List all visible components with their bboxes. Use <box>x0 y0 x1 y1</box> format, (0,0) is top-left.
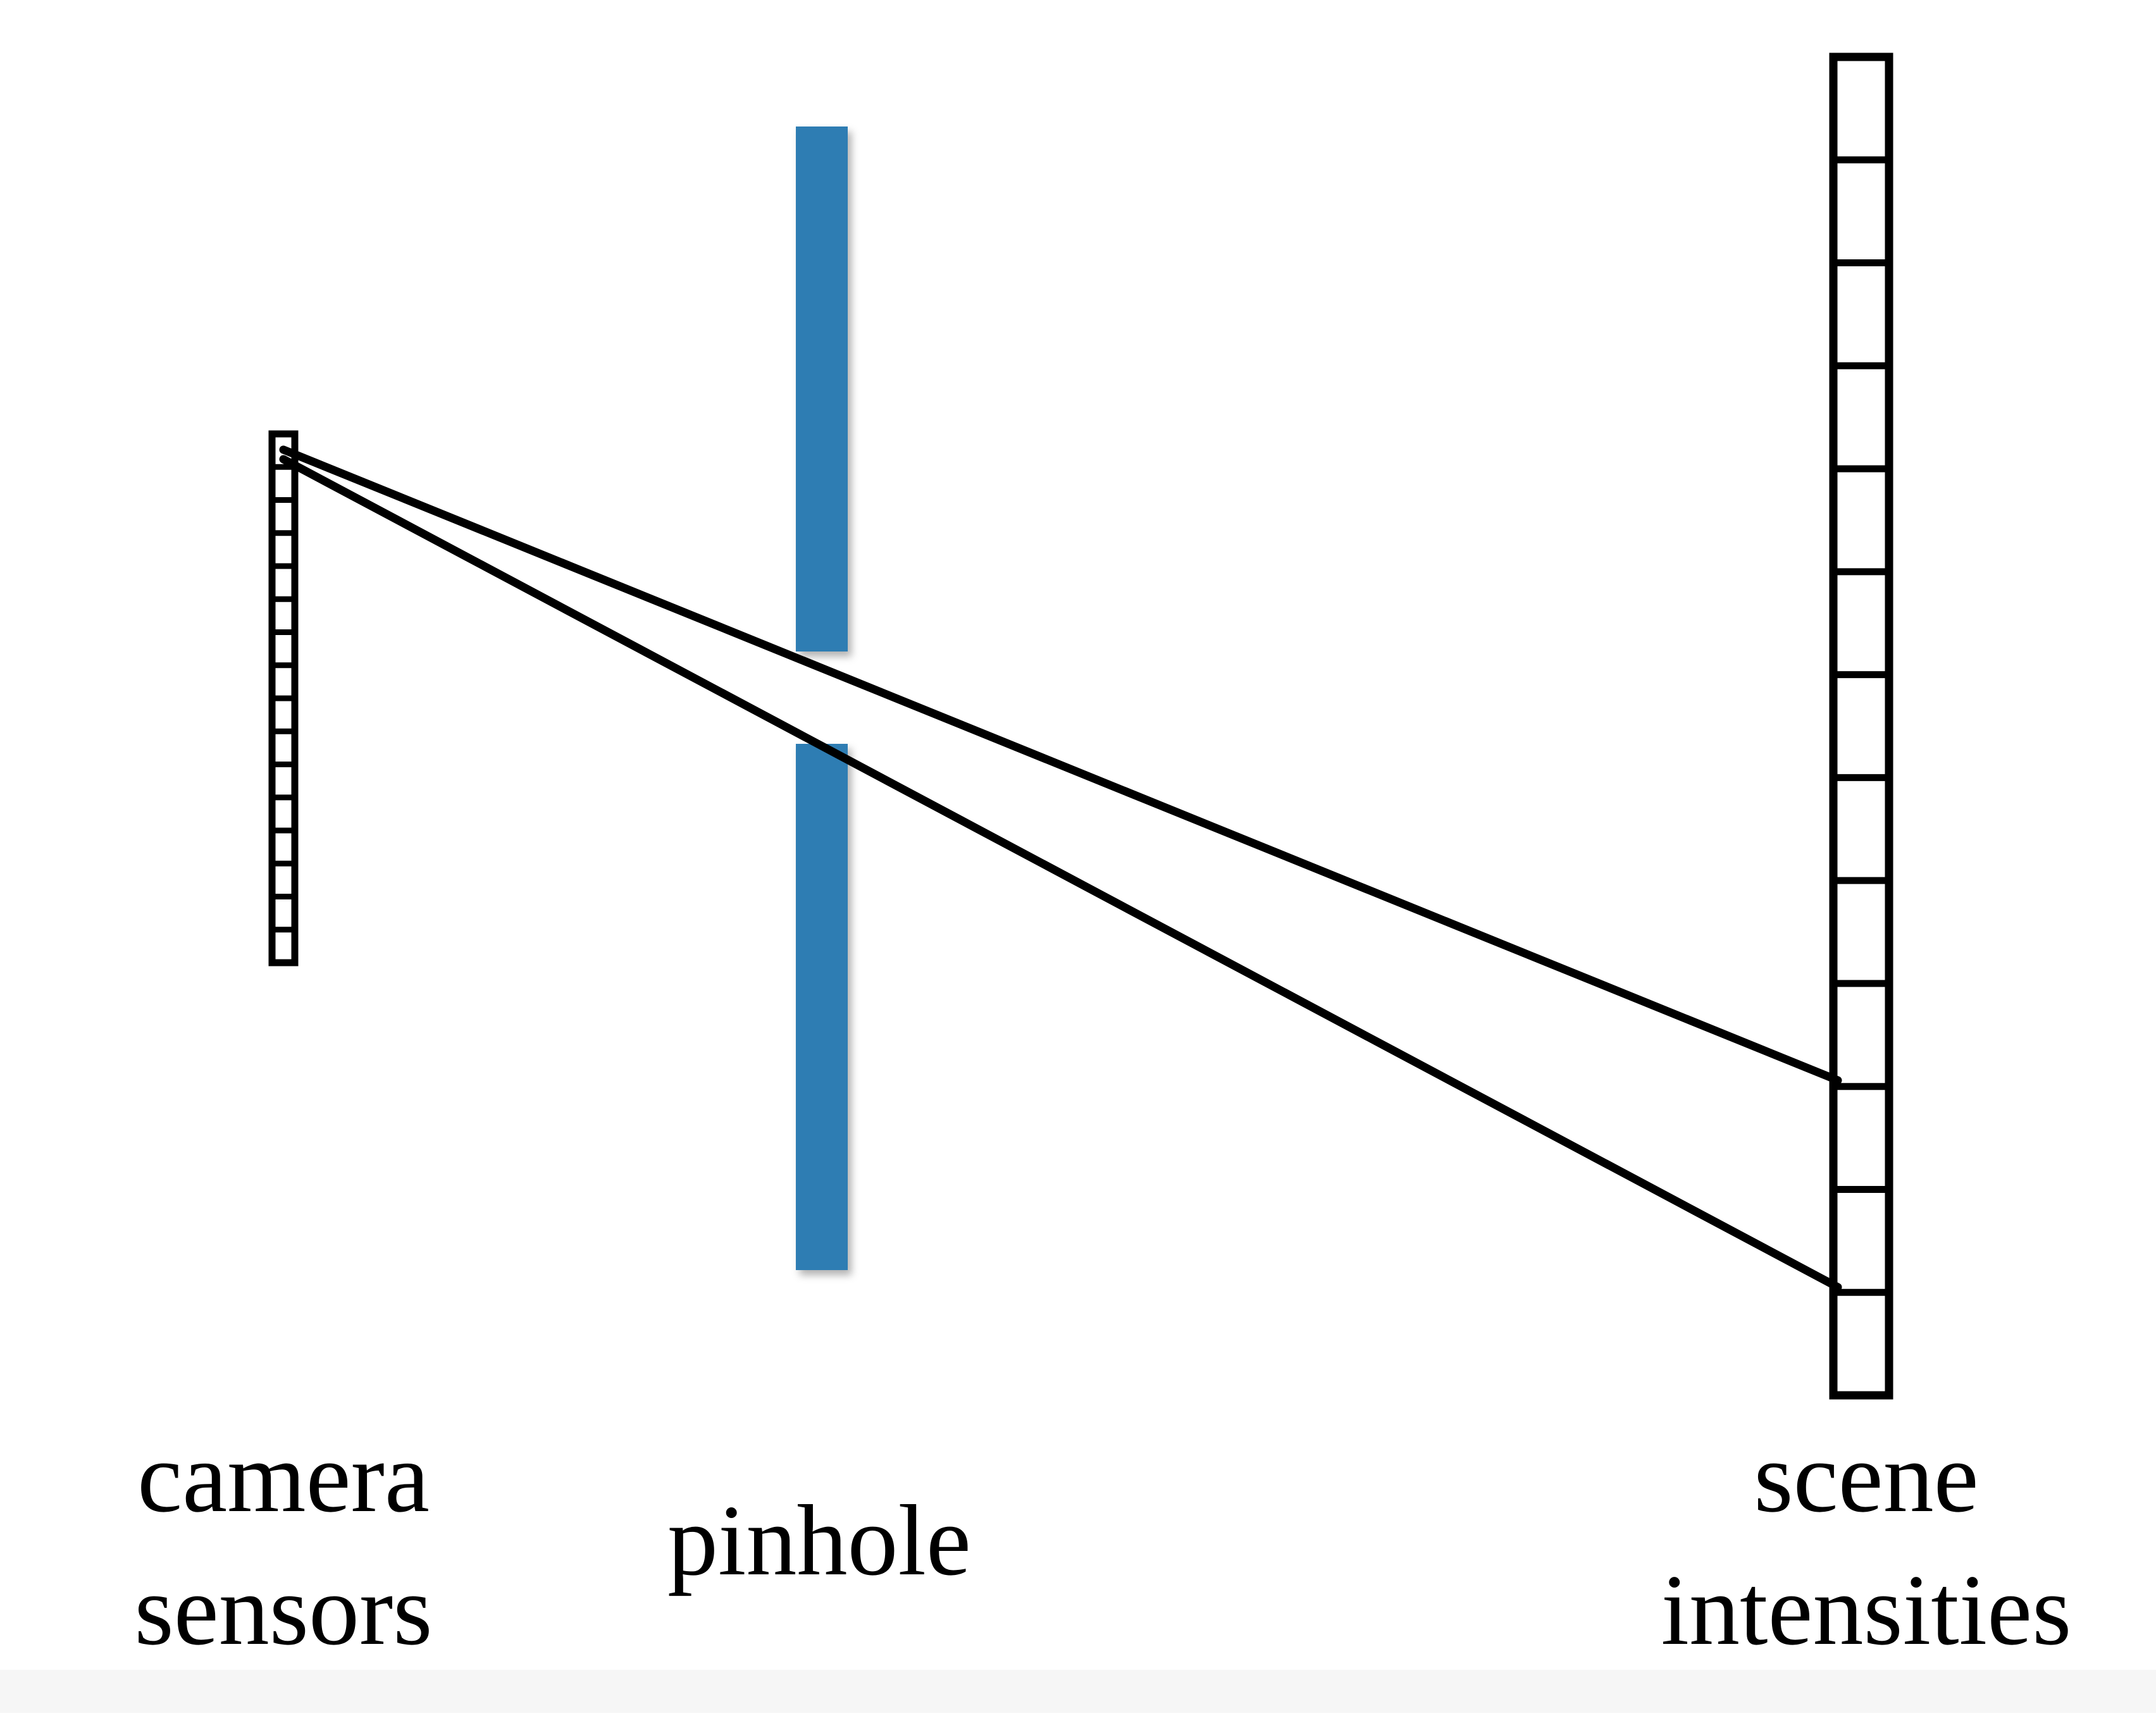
pinhole-label-text: pinhole <box>667 1484 971 1596</box>
ray-lower <box>279 455 1842 1292</box>
barrier-lower <box>796 744 848 1270</box>
barrier-upper <box>796 127 848 651</box>
camera-sensor-array <box>268 430 299 966</box>
footer-band <box>0 1670 2156 1713</box>
pinhole-barrier <box>796 127 848 1270</box>
scene-intensities-label-line1: scene <box>1754 1421 1979 1533</box>
scene-intensity-array <box>1829 52 1893 1400</box>
light-rays <box>279 445 1842 1292</box>
camera-sensors-label-line2: sensors <box>134 1553 433 1666</box>
scene-intensities-label: scene intensities <box>1607 1410 2126 1676</box>
pinhole-label: pinhole <box>623 1474 1015 1607</box>
camera-sensors-label: camera sensors <box>94 1410 473 1676</box>
ray-upper <box>279 445 1842 1085</box>
camera-sensors-label-line1: camera <box>137 1421 430 1533</box>
scene-intensities-label-line2: intensities <box>1661 1553 2072 1666</box>
